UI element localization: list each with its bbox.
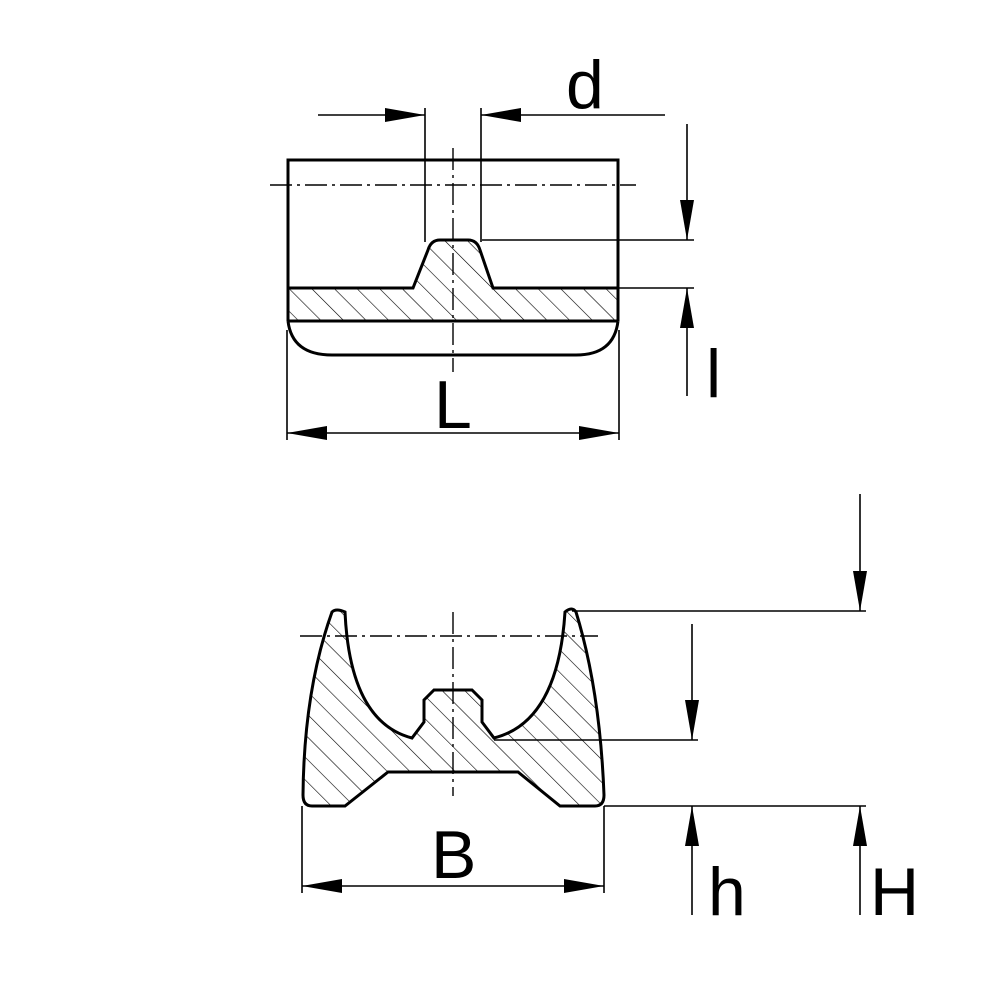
label-L: L (434, 367, 472, 443)
label-B: B (431, 817, 476, 893)
section-profile (301, 607, 606, 808)
label-H: H (870, 854, 919, 930)
label-h: h (708, 854, 746, 930)
section-view: h H B (300, 494, 919, 930)
label-l: l (706, 336, 721, 412)
label-d: d (566, 47, 604, 123)
top-view: d l L (270, 47, 721, 443)
